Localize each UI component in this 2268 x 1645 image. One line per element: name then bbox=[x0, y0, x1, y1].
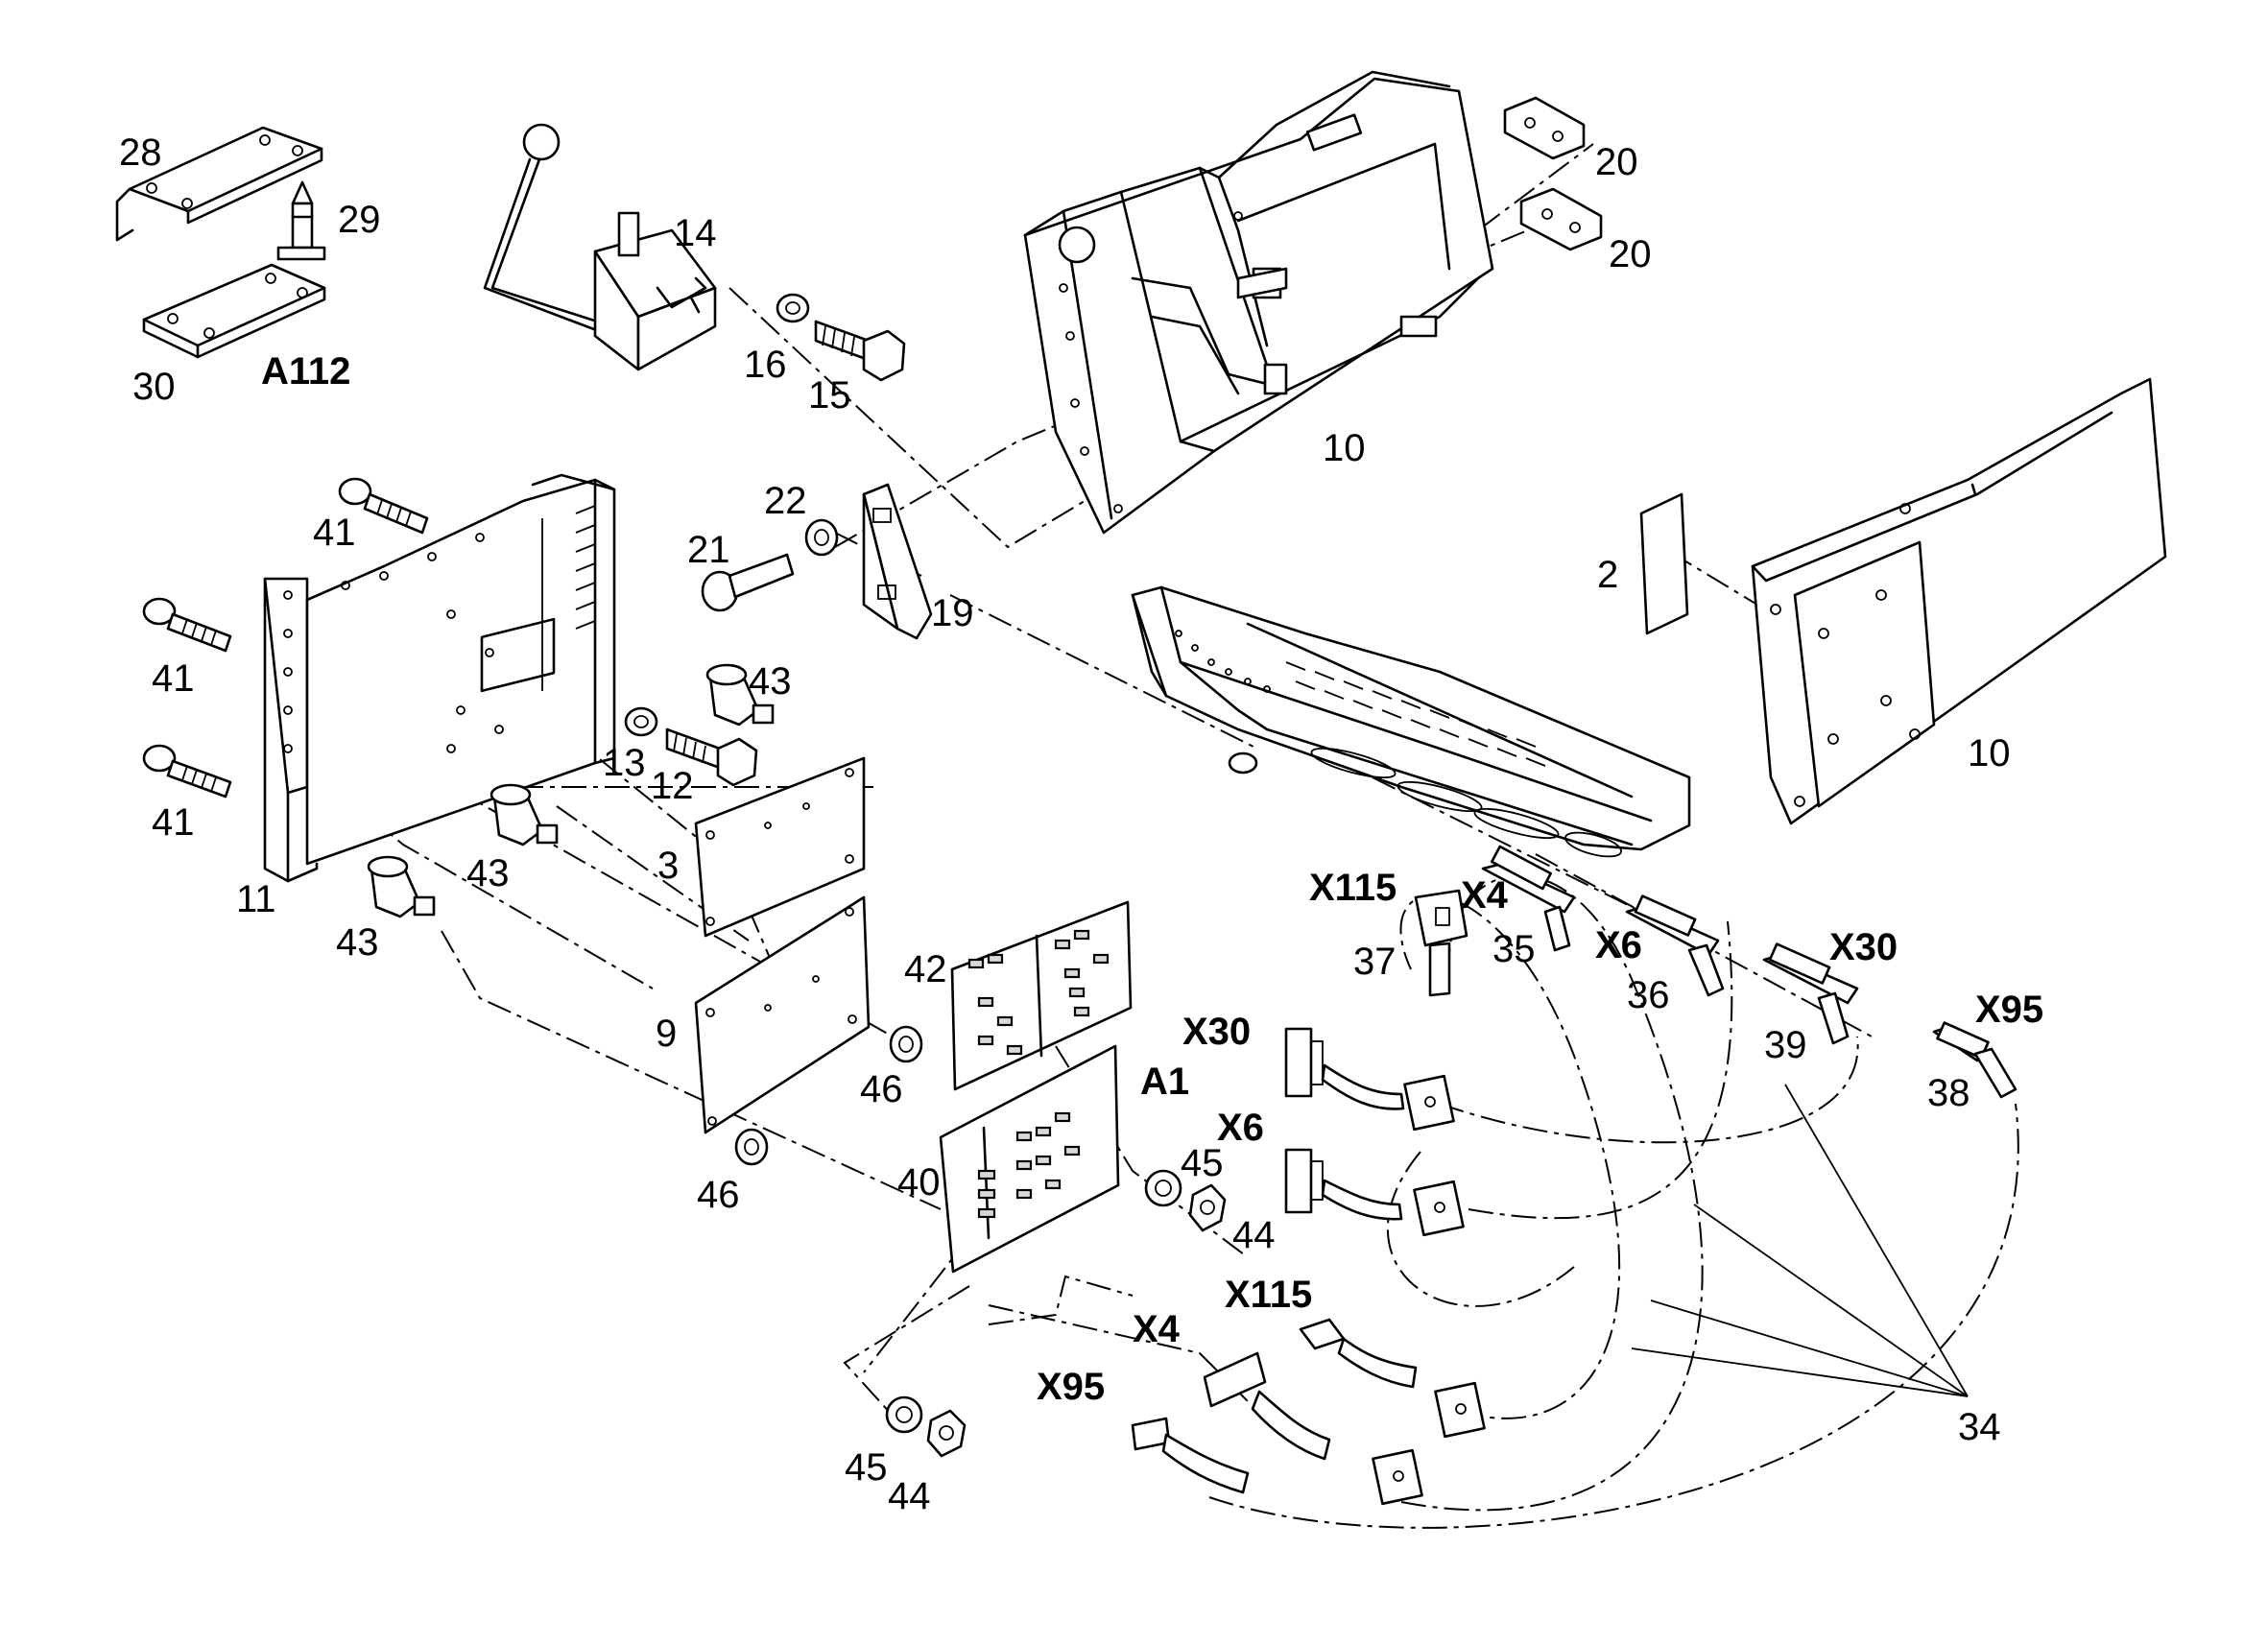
board-3 bbox=[694, 756, 866, 938]
label-10-upper: 10 bbox=[1323, 427, 1366, 469]
label-x6-left: X6 bbox=[1217, 1107, 1264, 1149]
label-x6-right: X6 bbox=[1595, 924, 1642, 966]
label-15: 15 bbox=[808, 374, 851, 417]
label-34: 34 bbox=[1958, 1406, 2001, 1448]
label-21: 21 bbox=[687, 529, 730, 571]
label-42: 42 bbox=[904, 948, 947, 990]
label-14: 14 bbox=[674, 212, 717, 254]
label-43-c: 43 bbox=[336, 921, 379, 964]
bracket-19 bbox=[862, 483, 933, 640]
label-41-a: 41 bbox=[313, 512, 356, 554]
plate-30 bbox=[142, 263, 326, 359]
harness-connector-x30 bbox=[1284, 1027, 1405, 1110]
label-39: 39 bbox=[1764, 1024, 1807, 1066]
label-22: 22 bbox=[764, 480, 807, 522]
standoff-43-c bbox=[367, 855, 436, 918]
label-19: 19 bbox=[931, 592, 974, 634]
washer-46-b bbox=[734, 1128, 769, 1166]
label-46-a: 46 bbox=[860, 1068, 903, 1110]
bolt-12 bbox=[665, 727, 758, 787]
label-45-a: 45 bbox=[1181, 1142, 1224, 1184]
label-20-top: 20 bbox=[1595, 141, 1638, 183]
label-41-c: 41 bbox=[152, 801, 195, 844]
label-x30-left: X30 bbox=[1182, 1011, 1251, 1053]
label-43-b: 43 bbox=[466, 852, 510, 894]
label-x95-right: X95 bbox=[1975, 989, 2043, 1031]
label-38: 38 bbox=[1927, 1072, 1970, 1114]
callout-labels: 28 29 30 A112 14 16 15 20 20 10 2 10 41 … bbox=[119, 131, 2043, 1517]
bolt-41-b bbox=[142, 597, 232, 653]
switch-lever-14 bbox=[483, 123, 717, 371]
housing-frame-10-upper bbox=[1023, 70, 1494, 535]
nut-44-b bbox=[926, 1409, 967, 1458]
plug-39-x30 bbox=[1762, 942, 1859, 1045]
plug-36-x6 bbox=[1625, 894, 1725, 997]
plug-37-x115 bbox=[1414, 889, 1468, 997]
label-12: 12 bbox=[651, 765, 694, 807]
stud-29 bbox=[276, 180, 326, 261]
label-plate-2 bbox=[1639, 492, 1689, 635]
bracket-20-bottom bbox=[1519, 187, 1603, 251]
washer-16 bbox=[776, 293, 810, 323]
label-46-b: 46 bbox=[697, 1174, 740, 1216]
washer-22 bbox=[804, 518, 839, 557]
front-plate-11 bbox=[263, 473, 616, 883]
label-36: 36 bbox=[1627, 974, 1670, 1016]
plug-38-x95 bbox=[1932, 1021, 2017, 1099]
label-x30-right: X30 bbox=[1829, 926, 1898, 968]
washer-46-a bbox=[889, 1025, 923, 1063]
label-x4-right: X4 bbox=[1461, 874, 1509, 917]
label-x115-left: X115 bbox=[1225, 1274, 1312, 1316]
label-40: 40 bbox=[897, 1161, 941, 1204]
label-29: 29 bbox=[338, 199, 381, 241]
label-41-b: 41 bbox=[152, 657, 195, 700]
label-44-b: 44 bbox=[888, 1475, 931, 1517]
cover-10-right bbox=[1751, 377, 2167, 825]
screw-21 bbox=[701, 553, 795, 612]
harness-connector-x95 bbox=[1131, 1417, 1250, 1494]
pcb-40 bbox=[939, 1044, 1120, 1274]
label-16: 16 bbox=[744, 344, 787, 386]
label-37: 37 bbox=[1353, 941, 1397, 983]
label-10-right: 10 bbox=[1968, 732, 2011, 775]
bracket-28 bbox=[115, 126, 323, 242]
bolt-41-c bbox=[142, 744, 232, 799]
label-a112: A112 bbox=[261, 350, 350, 393]
label-44-a: 44 bbox=[1232, 1214, 1276, 1256]
harness-connector-x6 bbox=[1284, 1148, 1403, 1221]
bolt-15 bbox=[814, 320, 906, 382]
label-13: 13 bbox=[603, 742, 646, 784]
label-x115-right: X115 bbox=[1309, 867, 1397, 909]
grommet-plates bbox=[1372, 1074, 1486, 1506]
washer-13 bbox=[624, 706, 658, 737]
label-3: 3 bbox=[657, 845, 679, 887]
harness-connector-x4 bbox=[1203, 1351, 1331, 1461]
label-9: 9 bbox=[656, 1013, 677, 1055]
plug-35-x4 bbox=[1481, 845, 1576, 952]
label-a1: A1 bbox=[1140, 1061, 1189, 1103]
washer-45-a bbox=[1144, 1169, 1182, 1207]
label-x95-left: X95 bbox=[1037, 1366, 1105, 1408]
label-28: 28 bbox=[119, 131, 162, 174]
pcb-42 bbox=[950, 900, 1133, 1091]
console-unit bbox=[1131, 585, 1691, 858]
nut-44-a bbox=[1188, 1183, 1227, 1232]
label-35: 35 bbox=[1492, 928, 1536, 970]
label-20-bottom: 20 bbox=[1609, 233, 1652, 275]
bolt-41-a bbox=[338, 477, 429, 535]
washer-45-b bbox=[885, 1395, 923, 1434]
label-43-a: 43 bbox=[749, 660, 792, 703]
label-2: 2 bbox=[1597, 554, 1618, 596]
label-30: 30 bbox=[132, 366, 176, 408]
standoff-43-a bbox=[705, 663, 775, 727]
label-11: 11 bbox=[236, 878, 276, 920]
leader-lines-34 bbox=[1631, 1084, 1969, 1397]
harness-connector-x115 bbox=[1299, 1318, 1418, 1389]
standoff-43-b bbox=[489, 783, 559, 846]
label-45-b: 45 bbox=[845, 1446, 888, 1489]
bracket-20-top bbox=[1503, 96, 1586, 160]
label-x4-left: X4 bbox=[1133, 1308, 1181, 1350]
board-9 bbox=[694, 895, 871, 1134]
